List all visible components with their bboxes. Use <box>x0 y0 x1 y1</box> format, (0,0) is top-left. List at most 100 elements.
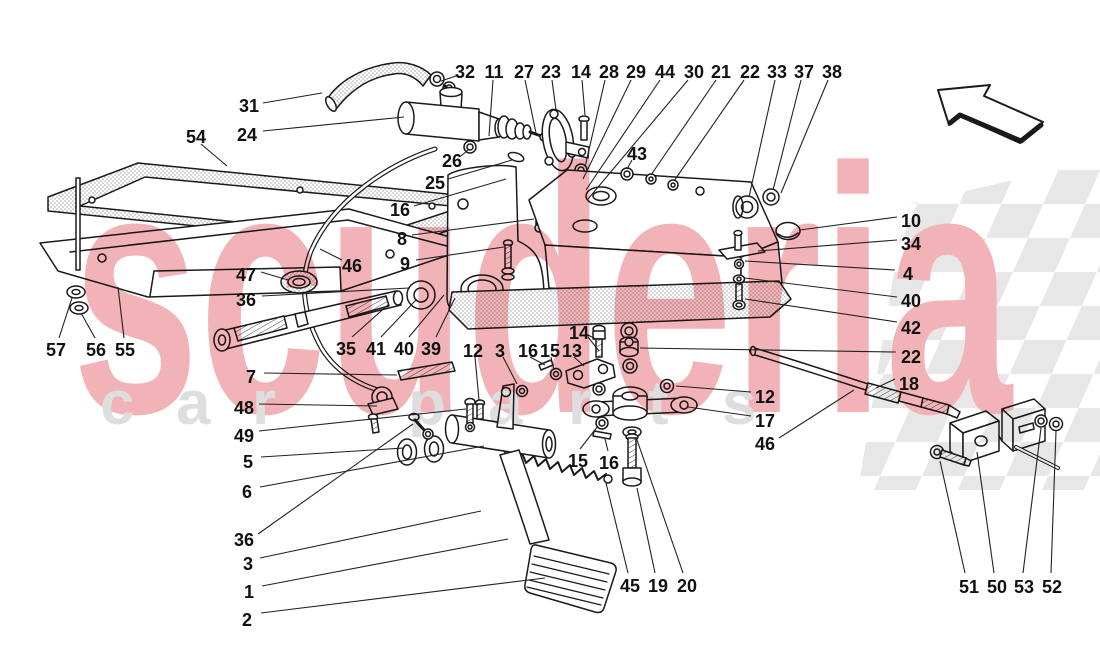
leader-line-7 <box>263 372 398 376</box>
watermark-letter-6: t <box>648 369 669 438</box>
pipe-clamp-group <box>367 361 476 434</box>
part-label-18: 18 <box>899 374 919 394</box>
leader-line-39 <box>435 297 456 338</box>
part-label-34: 34 <box>901 234 921 254</box>
leader-line-31 <box>262 92 323 104</box>
release-lever-group <box>503 382 698 487</box>
retainer-bar-34 <box>718 242 766 260</box>
leader-line-33 <box>748 79 776 198</box>
leader-line-57 <box>58 297 73 339</box>
part-label-39: 39 <box>421 339 441 359</box>
part-label-44: 44 <box>655 62 675 82</box>
leader-line-3b <box>259 510 482 559</box>
leader-line-22r <box>639 347 897 353</box>
part-label-15c: 15 <box>568 451 588 471</box>
leader-line-12m <box>474 356 480 401</box>
part-label-27: 27 <box>514 62 534 82</box>
clutch-pedal-assembly <box>396 383 617 614</box>
clip-16 <box>592 430 612 440</box>
leader-line-14t <box>581 79 586 116</box>
leader-line-19 <box>636 487 656 574</box>
leader-line-26 <box>460 149 469 157</box>
leader-lines-layer <box>58 75 1057 614</box>
leader-line-17 <box>687 406 752 417</box>
pedal-arm <box>499 449 550 545</box>
return-spring-45 <box>510 450 607 481</box>
part-label-12r: 12 <box>755 387 775 407</box>
watermark-letter-0: c <box>100 369 134 438</box>
leader-line-29 <box>582 79 632 180</box>
part-label-46l: 46 <box>342 256 362 276</box>
leader-line-11 <box>488 79 494 137</box>
leader-line-24 <box>262 116 405 132</box>
part-label-56: 56 <box>86 340 106 360</box>
adjust-lever-group <box>538 322 675 394</box>
part-label-24: 24 <box>237 125 257 145</box>
leader-line-8 <box>411 218 535 236</box>
leader-line-48 <box>258 403 378 407</box>
nut-56 <box>69 301 89 315</box>
part-label-6: 6 <box>242 482 252 502</box>
part-label-51: 51 <box>959 577 979 597</box>
part-label-33: 33 <box>767 62 787 82</box>
leader-line-20 <box>635 436 684 574</box>
leader-line-16l <box>413 178 507 207</box>
leader-line-35 <box>351 303 390 338</box>
leader-line-12r <box>675 385 752 393</box>
checkered-flag-watermark <box>858 160 1100 490</box>
nut-12 <box>659 378 675 394</box>
part-label-7: 7 <box>246 367 256 387</box>
leader-line-2 <box>260 577 546 614</box>
leader-line-1 <box>261 538 509 587</box>
hose-clamp <box>429 71 445 87</box>
leader-line-49 <box>258 408 467 432</box>
leader-line-52 <box>1050 430 1057 574</box>
part-label-46r: 46 <box>755 434 775 454</box>
part-label-55: 55 <box>115 340 135 360</box>
leader-line-42 <box>744 298 898 323</box>
leader-line-56 <box>80 312 96 339</box>
part-label-30: 30 <box>684 62 704 82</box>
part-label-40r: 40 <box>901 291 921 311</box>
part-label-19: 19 <box>648 576 668 596</box>
leader-line-13 <box>573 356 585 367</box>
part-label-43: 43 <box>627 144 647 164</box>
part-label-45: 45 <box>620 576 640 596</box>
leader-line-16c <box>604 438 609 452</box>
nut-57 <box>66 285 86 299</box>
part-label-22t: 22 <box>740 62 760 82</box>
part-label-36l: 36 <box>236 290 256 310</box>
leader-line-5 <box>260 447 405 458</box>
part-label-21: 21 <box>711 62 731 82</box>
part-label-17: 17 <box>755 411 775 431</box>
part-label-16l: 16 <box>390 200 410 220</box>
leader-line-15c <box>579 425 599 450</box>
mounting-bracket-lower <box>39 177 480 315</box>
leader-line-54 <box>200 143 228 167</box>
watermark-letter-4: a <box>488 369 523 438</box>
pedal-push-rod <box>213 280 436 352</box>
part-label-53: 53 <box>1014 577 1034 597</box>
part-label-4: 4 <box>903 264 913 284</box>
leader-line-9 <box>415 246 505 261</box>
part-label-37: 37 <box>794 62 814 82</box>
grommet-33 <box>735 195 759 219</box>
leader-line-6 <box>259 445 485 488</box>
part-label-8: 8 <box>397 229 407 249</box>
part-label-57: 57 <box>46 340 66 360</box>
part-label-48: 48 <box>234 398 254 418</box>
ring-37 <box>762 188 780 206</box>
part-label-49: 49 <box>234 426 254 446</box>
part-label-29: 29 <box>626 62 646 82</box>
part-label-32: 32 <box>455 62 475 82</box>
leader-line-23 <box>551 79 557 111</box>
part-label-41: 41 <box>366 339 386 359</box>
part-label-25: 25 <box>425 173 445 193</box>
leader-line-45 <box>605 482 629 574</box>
leader-line-15m <box>550 356 555 371</box>
part-label-31: 31 <box>239 96 259 116</box>
